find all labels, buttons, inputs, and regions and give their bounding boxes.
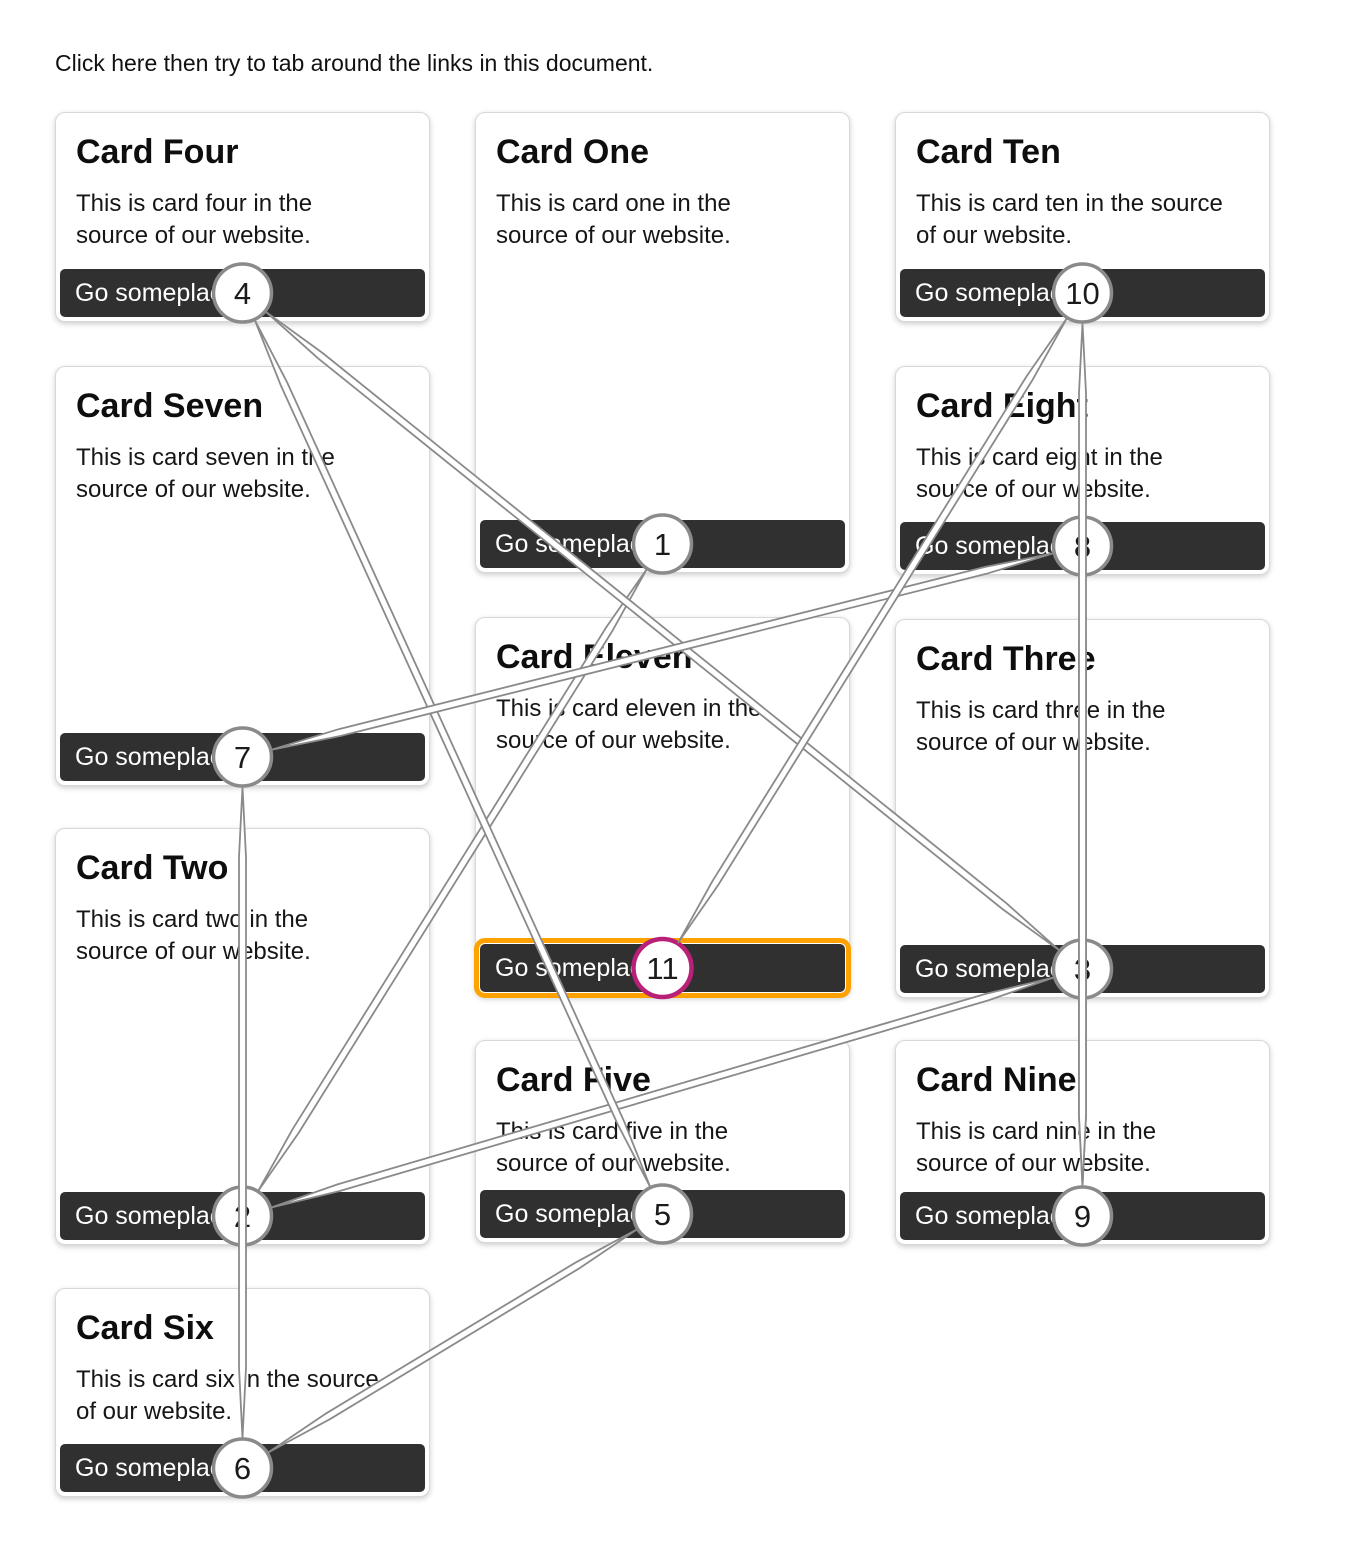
card-two: Card Two This is card two in the source … [55, 828, 430, 1245]
card-text: This is card eleven in the source of our… [496, 695, 762, 754]
go-someplace-button[interactable]: Go someplace [900, 269, 1265, 317]
go-someplace-button-focused[interactable]: Go someplace [474, 938, 851, 998]
card-text: This is card six in the source of our we… [76, 1366, 379, 1425]
card-four: Card Four This is card four in the sourc… [55, 112, 430, 322]
card-title: Card Two [76, 849, 229, 887]
card-title: Card Eight [916, 387, 1088, 425]
card-title: Card Four [76, 133, 239, 171]
card-one: Card One This is card one in the source … [475, 112, 850, 573]
card-title: Card Seven [76, 387, 264, 425]
card-title: Card Five [496, 1061, 651, 1099]
card-title: Card Nine [916, 1061, 1077, 1099]
go-someplace-button[interactable]: Go someplace [900, 522, 1265, 570]
card-text: This is card three in the source of our … [916, 697, 1166, 756]
card-title: Card Eleven [496, 638, 693, 676]
card-title: Card Ten [916, 133, 1061, 171]
go-someplace-button[interactable]: Go someplace [60, 1192, 425, 1240]
card-text: This is card nine in the source of our w… [916, 1118, 1157, 1177]
card-nine: Card Nine This is card nine in the sourc… [895, 1040, 1270, 1245]
card-text: This is card ten in the source of our we… [916, 190, 1223, 249]
instruction-text[interactable]: Click here then try to tab around the li… [55, 50, 654, 76]
card-text: This is card eight in the source of our … [916, 444, 1163, 503]
card-six: Card Six This is card six in the source … [55, 1288, 430, 1497]
card-eleven: Card Eleven This is card eleven in the s… [474, 617, 851, 998]
go-someplace-button[interactable]: Go someplace [480, 520, 845, 568]
card-title: Card One [496, 133, 650, 171]
card-ten: Card Ten This is card ten in the source … [895, 112, 1270, 322]
go-someplace-button[interactable]: Go someplace [900, 1192, 1265, 1240]
card-eight: Card Eight This is card eight in the sou… [895, 366, 1270, 575]
go-someplace-button[interactable]: Go someplace [60, 269, 425, 317]
go-someplace-button[interactable]: Go someplace [60, 733, 425, 781]
go-someplace-button[interactable]: Go someplace [480, 1190, 845, 1238]
card-text: This is card one in the source of our we… [496, 190, 731, 249]
go-someplace-button[interactable]: Go someplace [900, 945, 1265, 993]
card-seven: Card Seven This is card seven in the sou… [55, 366, 430, 786]
card-three: Card Three This is card three in the sou… [895, 619, 1270, 998]
card-text: This is card four in the source of our w… [76, 190, 313, 249]
card-five: Card Five This is card five in the sourc… [475, 1040, 850, 1243]
card-text: This is card seven in the source of our … [76, 444, 335, 503]
card-title: Card Three [916, 640, 1096, 678]
card-text: This is card two in the source of our we… [76, 906, 311, 965]
card-text: This is card five in the source of our w… [496, 1118, 731, 1177]
card-title: Card Six [76, 1309, 214, 1347]
go-someplace-button[interactable]: Go someplace [60, 1444, 425, 1492]
